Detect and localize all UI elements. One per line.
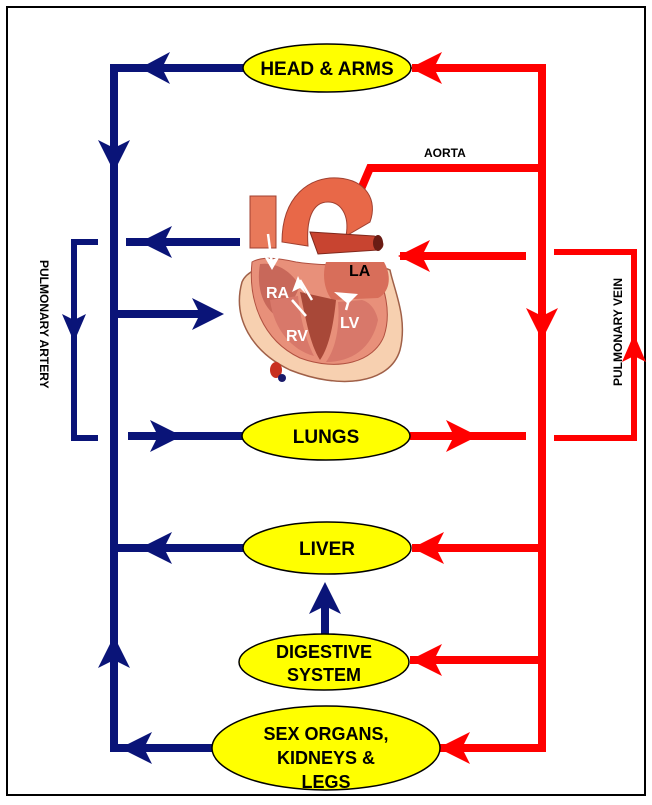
organ-head-arms-label: HEAD & ARMS	[260, 59, 393, 80]
organ-sex-kidneys-legs: SEX ORGANS, KIDNEYS & LEGS	[212, 706, 440, 792]
organ-digestive: DIGESTIVE SYSTEM	[239, 634, 409, 690]
label-lv: LV	[340, 315, 360, 332]
label-aorta: AORTA	[424, 146, 466, 160]
organ-liver-label: LIVER	[299, 539, 355, 560]
coronary-vessel-blue	[278, 374, 286, 382]
pulmonary-artery-bracket	[74, 242, 98, 438]
superior-vena-cava	[250, 196, 276, 248]
organ-sex-label-2: KIDNEYS &	[277, 748, 375, 768]
organ-lungs-label: LUNGS	[293, 427, 360, 448]
pulmonary-artery-opening	[373, 235, 383, 251]
label-pulmonary-vein: PULMONARY VEIN	[611, 278, 625, 386]
organ-sex-label-3: LEGS	[301, 772, 350, 792]
pulmonary-artery-branch	[310, 232, 383, 254]
heart-illustration: LA RA RV LV	[239, 178, 402, 382]
organ-digestive-label-1: DIGESTIVE	[276, 642, 372, 662]
organ-head-arms: HEAD & ARMS	[243, 44, 411, 92]
organ-liver: LIVER	[243, 522, 411, 574]
organ-lungs: LUNGS	[242, 412, 410, 460]
aorta-line	[352, 168, 546, 210]
label-rv: RV	[286, 328, 308, 345]
label-pulmonary-artery: PULMONARY ARTERY	[37, 260, 51, 388]
label-ra: RA	[266, 285, 290, 302]
label-la: LA	[349, 263, 371, 280]
organ-digestive-label-2: SYSTEM	[287, 665, 361, 685]
organ-sex-label-1: SEX ORGANS,	[263, 724, 388, 744]
